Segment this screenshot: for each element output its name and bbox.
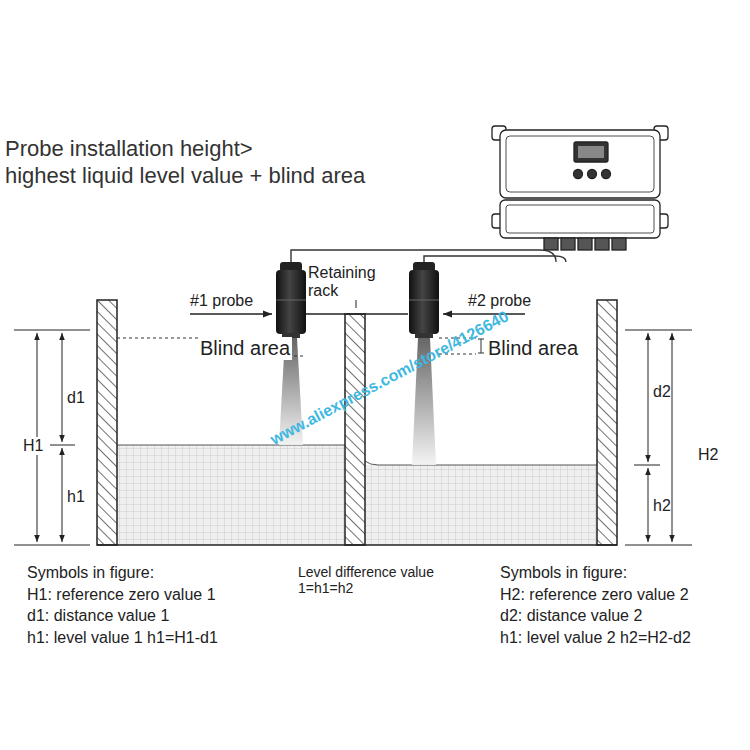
drawing-stroke: [409, 270, 439, 334]
dimension-label: h2: [653, 497, 671, 515]
symbol-note: d2: distance value 2: [500, 607, 642, 625]
dimension-label: d2: [653, 383, 671, 401]
drawing-stroke: [14, 330, 90, 331]
drawing-stroke: [561, 238, 575, 250]
drawing-stroke: [500, 200, 660, 238]
drawing-stroke: [97, 544, 617, 546]
drawing-stroke: [506, 205, 654, 233]
symbol-note: h1: level value 1 h1=H1-d1: [27, 629, 218, 647]
dimension-label: H2: [698, 446, 718, 464]
dimension-label: d1: [67, 389, 85, 407]
drawing-stroke: [481, 339, 482, 353]
symbol-note: d1: distance value 1: [27, 607, 169, 625]
leader-line: [356, 300, 357, 308]
symbol-note: H2: reference zero value 2: [500, 586, 689, 604]
drawing-stroke: [117, 445, 345, 446]
drawing-stroke: [574, 170, 583, 179]
drawing-stroke: [409, 300, 439, 301]
drawing-stroke: [648, 333, 649, 462]
drawing-stroke: [588, 170, 597, 179]
zone-label: Blind area: [486, 337, 580, 360]
drawing-stroke: [276, 270, 306, 334]
drawing-stroke: [50, 445, 75, 446]
zone-label: Blind area: [198, 337, 292, 360]
drawing-stroke: [602, 170, 611, 179]
drawing-stroke: [500, 130, 660, 198]
part-name: Retaining rack: [308, 264, 404, 301]
probe-2: [409, 262, 439, 338]
drawing-stroke: [544, 238, 558, 250]
pointer-arrow: [443, 313, 525, 314]
drawing-stroke: [365, 461, 597, 465]
drawing-stroke: [595, 238, 609, 250]
controller-housing: [492, 126, 668, 250]
drawing-stroke: [612, 238, 626, 250]
probe-cable: [424, 256, 566, 262]
watermark: www.aliexpress.com/store/4126640: [268, 307, 512, 449]
drawing-stroke: [276, 300, 306, 301]
drawing-stroke: [625, 545, 692, 546]
drawing-stroke: [578, 146, 604, 158]
pointer-arrow: [190, 313, 272, 314]
drawing-stroke: [345, 314, 365, 545]
drawing-stroke: [62, 333, 63, 442]
symbol-note: h1: level value 2 h2=H2-d2: [500, 629, 691, 647]
dimension-label: h1: [67, 488, 85, 506]
installation-note: Probe installation height>: [5, 136, 253, 161]
drawing-stroke: [597, 300, 617, 545]
dimension-lines-left: [14, 330, 90, 545]
probe-1: [276, 262, 306, 338]
symbol-note: Symbols in figure:: [27, 564, 154, 582]
drawing-stroke: [648, 468, 649, 542]
drawing-stroke: [62, 448, 63, 542]
part-name: #1 probe: [190, 292, 253, 310]
liquid-2: [365, 465, 597, 545]
drawing-stroke: [97, 300, 117, 545]
drawing-stroke: [672, 333, 673, 542]
symbol-note: Symbols in figure:: [500, 564, 627, 582]
liquid-1: [117, 445, 345, 545]
drawing-stroke: [625, 330, 692, 331]
drawing-stroke: [574, 142, 608, 162]
drawing-stroke: [415, 333, 433, 338]
symbol-note: H1: reference zero value 1: [27, 586, 216, 604]
retaining-rack: [305, 313, 408, 315]
dimension-lines-right: [625, 330, 692, 545]
drawing-stroke: [506, 136, 654, 192]
dimension-label: H1: [21, 437, 45, 455]
drawing-stroke: [634, 465, 660, 466]
part-name: #2 probe: [468, 292, 531, 310]
tank-walls: [97, 300, 617, 545]
drawing-stroke: [578, 238, 592, 250]
drawing-stroke: [478, 353, 484, 354]
drawing-stroke: [14, 545, 90, 546]
symbol-note: Level difference value 1=h1=h2: [298, 564, 436, 596]
installation-note: highest liquid level value + blind area: [5, 163, 365, 188]
